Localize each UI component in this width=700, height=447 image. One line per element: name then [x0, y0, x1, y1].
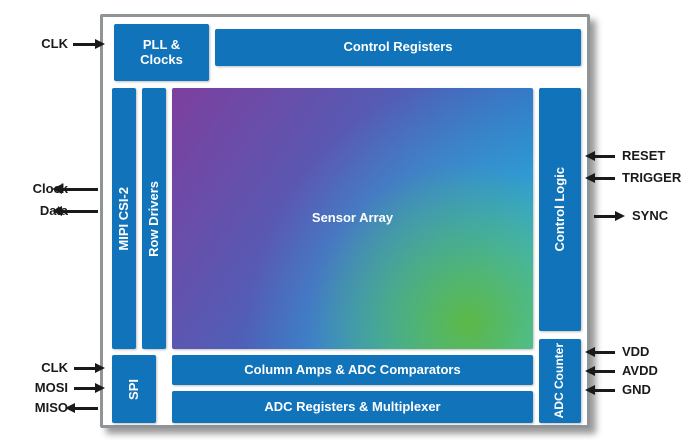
arrow-sync-out	[594, 211, 625, 221]
block-spi: SPI	[112, 355, 156, 423]
block-column-amps-adc-comparators: Column Amps & ADC Comparators	[172, 355, 533, 385]
arrow-vdd-in	[585, 347, 615, 357]
arrow-clock-out	[52, 184, 98, 194]
block-pll-clocks: PLL & Clocks	[114, 24, 209, 81]
block-control-logic: Control Logic	[539, 88, 581, 331]
arrow-avdd-in	[585, 366, 615, 376]
block-adc-counter: ADC Counter	[539, 339, 581, 423]
arrow-reset-in	[585, 151, 615, 161]
block-row-drivers-label: Row Drivers	[145, 180, 161, 257]
block-adc-counter-label: ADC Counter	[552, 343, 567, 419]
arrow-clk-spi-in	[74, 363, 105, 373]
signal-label-avdd: AVDD	[622, 363, 658, 378]
signal-label-clk-pll: CLK	[41, 36, 68, 51]
signal-label-vdd: VDD	[622, 344, 650, 359]
block-control-registers: Control Registers	[215, 29, 581, 66]
block-row-drivers: Row Drivers	[142, 88, 166, 349]
arrow-data-out	[52, 206, 98, 216]
signal-label-gnd: GND	[622, 382, 651, 397]
signal-label-reset: RESET	[622, 148, 666, 163]
block-adc-registers-multiplexer: ADC Registers & Multiplexer	[172, 391, 533, 423]
signal-label-sync: SYNC	[632, 208, 669, 223]
signal-label-mosi: MOSI	[34, 380, 68, 395]
arrow-mosi-in	[74, 383, 105, 393]
signal-label-trigger: TRIGGER	[622, 170, 682, 185]
block-control-logic-label: Control Logic	[551, 167, 567, 252]
block-spi-label: SPI	[125, 378, 141, 400]
signal-label-miso: MISO	[34, 400, 68, 415]
block-mipi-csi2-label: MIPI CSI-2	[115, 186, 131, 251]
block-sensor-array-label: Sensor Array	[311, 210, 394, 226]
chip-outline: PLL & Clocks Control Registers MIPI CSI-…	[100, 14, 590, 428]
arrow-miso-out	[65, 403, 98, 413]
signal-label-clk-spi: CLK	[41, 360, 68, 375]
block-mipi-csi2: MIPI CSI-2	[112, 88, 136, 349]
arrow-trigger-in	[585, 173, 615, 183]
block-sensor-array: Sensor Array	[172, 88, 533, 349]
arrow-gnd-in	[585, 385, 615, 395]
arrow-clk-pll-in	[73, 39, 105, 49]
